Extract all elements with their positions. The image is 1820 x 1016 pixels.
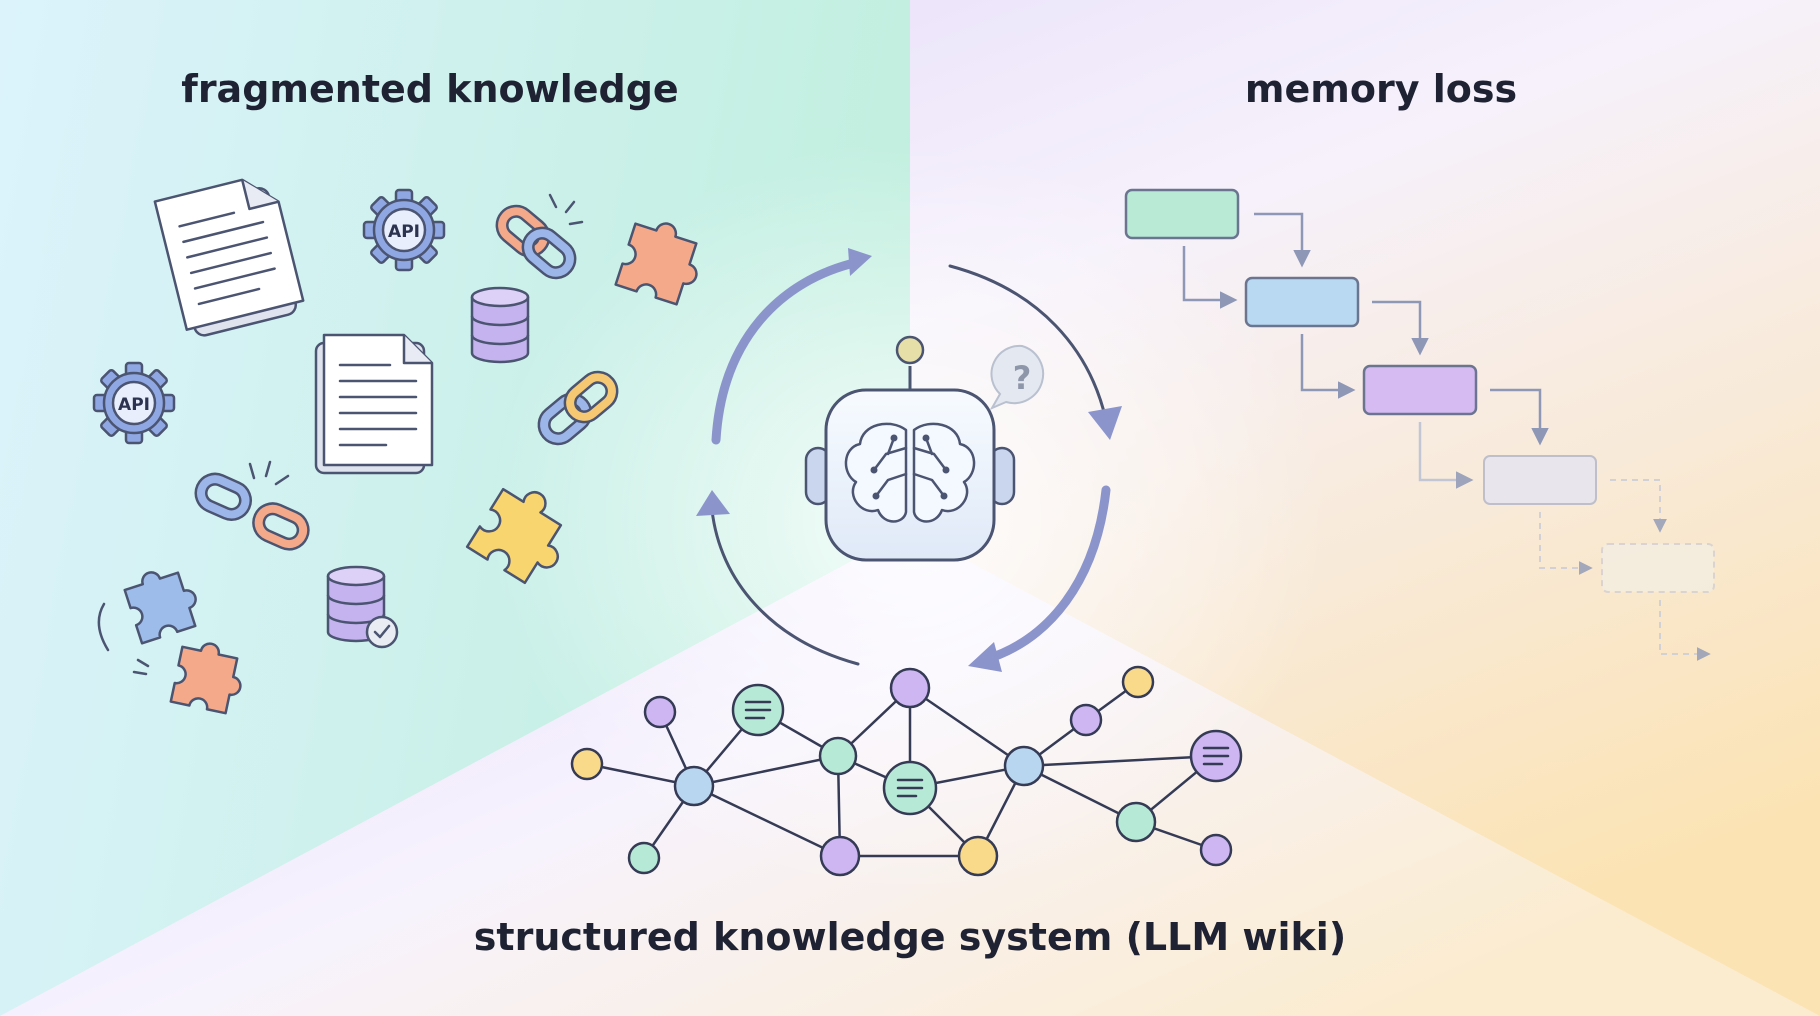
fragmented-knowledge-title: fragmented knowledge bbox=[181, 67, 678, 111]
cycle-arrows bbox=[696, 248, 1122, 672]
document-node-icon bbox=[731, 683, 785, 737]
document-icon bbox=[314, 333, 434, 475]
knowledge-node-icon bbox=[957, 835, 999, 877]
puzzle-piece-icon bbox=[614, 222, 698, 306]
question-bubble-icon: ? bbox=[989, 344, 1045, 411]
knowledge-node-icon bbox=[819, 835, 861, 877]
flowchart-step-icon bbox=[1244, 276, 1360, 328]
chain-link-icon bbox=[537, 370, 619, 446]
antenna-icon bbox=[895, 335, 925, 365]
knowledge-graph bbox=[570, 665, 1243, 877]
cycle-arrow-icon bbox=[968, 642, 1002, 672]
cycle-arrow-icon bbox=[848, 248, 872, 276]
chain-link-icon bbox=[495, 204, 577, 280]
robot-brain-icon bbox=[804, 335, 1016, 562]
knowledge-node-icon bbox=[643, 695, 677, 729]
broken-chain-icon bbox=[194, 460, 310, 551]
api-gear-icon: API bbox=[362, 188, 446, 272]
structured-knowledge-title: structured knowledge system (LLM wiki) bbox=[474, 915, 1346, 959]
cycle-arrow-icon bbox=[1088, 406, 1122, 440]
document-icon bbox=[153, 178, 305, 337]
puzzle-piece-icon bbox=[123, 571, 197, 645]
api-label: API bbox=[118, 395, 150, 415]
flowchart-step-icon bbox=[1124, 188, 1240, 240]
flowchart-step-icon bbox=[1483, 455, 1597, 505]
puzzle-piece-icon bbox=[169, 642, 242, 715]
cycle-arrow-icon bbox=[696, 490, 730, 516]
knowledge-node-icon bbox=[1199, 833, 1233, 867]
database-icon bbox=[470, 286, 530, 364]
cycle-arrow-icon bbox=[710, 508, 860, 666]
question-mark: ? bbox=[1013, 359, 1032, 397]
knowledge-node-icon bbox=[570, 747, 604, 781]
fragmented-knowledge-cluster: API API bbox=[92, 178, 698, 715]
knowledge-node-icon bbox=[818, 736, 858, 776]
puzzle-piece-icon bbox=[465, 487, 563, 585]
spark-lines bbox=[548, 193, 584, 226]
memory-loss-flowchart bbox=[1124, 188, 1715, 661]
flowchart-step-icon bbox=[1601, 543, 1715, 593]
document-node-icon bbox=[1189, 729, 1243, 783]
cycle-arrow-icon bbox=[711, 257, 863, 445]
knowledge-node-icon bbox=[1069, 703, 1103, 737]
brain-circuit-nodes bbox=[870, 434, 950, 500]
knowledge-node-icon bbox=[627, 841, 661, 875]
api-gear-icon: API bbox=[92, 361, 176, 445]
knowledge-node-icon bbox=[1003, 745, 1045, 787]
knowledge-node-icon bbox=[1115, 801, 1157, 843]
motion-lines bbox=[97, 602, 150, 676]
cycle-arrow-icon bbox=[979, 485, 1111, 665]
knowledge-node-icon bbox=[1121, 665, 1155, 699]
database-check-icon bbox=[326, 565, 399, 649]
knowledge-node-icon bbox=[889, 667, 931, 709]
document-node-icon bbox=[882, 760, 938, 816]
knowledge-node-icon bbox=[673, 765, 715, 807]
memory-loss-title: memory loss bbox=[1245, 67, 1517, 111]
flowchart-step-icon bbox=[1362, 364, 1478, 416]
cycle-arrow-icon bbox=[948, 264, 1108, 422]
api-label: API bbox=[388, 222, 420, 242]
